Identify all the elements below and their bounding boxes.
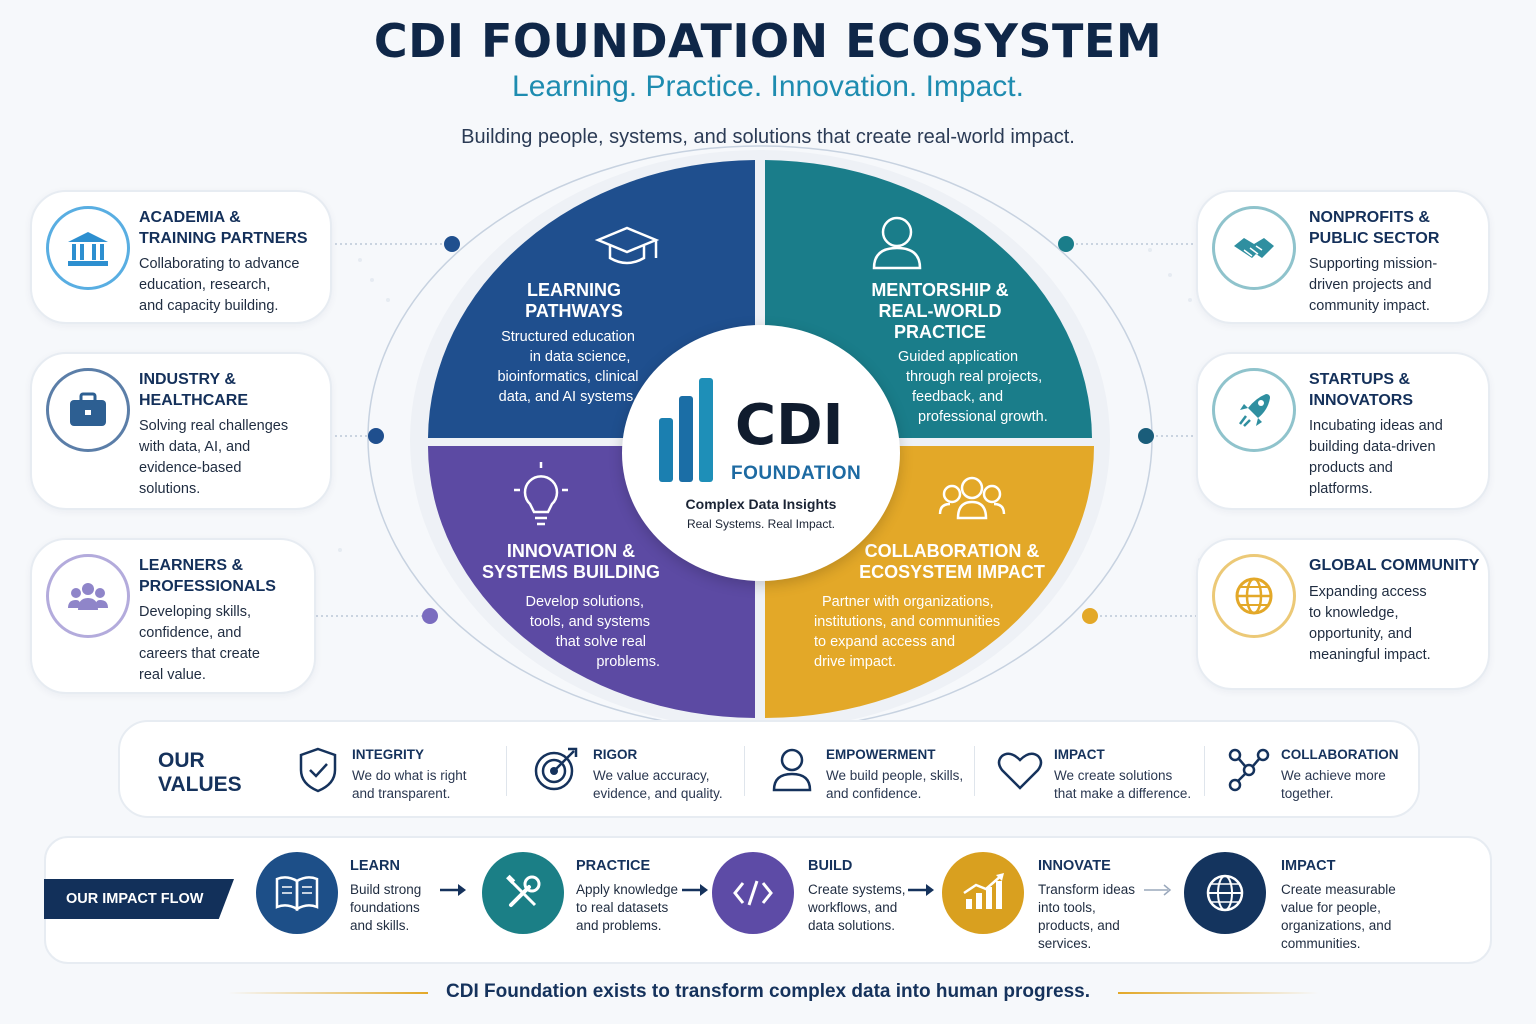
card-academia: ACADEMIA &TRAINING PARTNERS Collaboratin… bbox=[30, 190, 332, 324]
handshake-icon bbox=[1212, 206, 1296, 290]
divider bbox=[744, 746, 745, 796]
connector-dot bbox=[422, 608, 438, 624]
people-icon bbox=[46, 554, 130, 638]
collaboration-title: COLLABORATION &ECOSYSTEM IMPACT bbox=[859, 541, 1045, 582]
code-icon bbox=[712, 852, 794, 934]
flow-step-title: LEARN bbox=[350, 858, 400, 874]
rocket-icon bbox=[1212, 368, 1296, 452]
connector-dot bbox=[368, 428, 384, 444]
card-title: LEARNERS &PROFESSIONALS bbox=[139, 557, 276, 595]
tagline: Learning. Practice. Innovation. Impact. bbox=[512, 70, 1024, 103]
mentorship-description: Guided application through real projects… bbox=[898, 349, 1048, 425]
arrow-right-icon bbox=[1144, 884, 1172, 896]
footer-divider bbox=[228, 992, 428, 994]
tools-icon bbox=[482, 852, 564, 934]
globe-icon bbox=[1184, 852, 1266, 934]
flow-step-title: INNOVATE bbox=[1038, 858, 1111, 874]
arrow-right-icon bbox=[440, 884, 466, 896]
center-motto: Real Systems. Real Impact. bbox=[686, 517, 836, 531]
world-map-background bbox=[338, 248, 1202, 562]
card-title: STARTUPS &INNOVATORS bbox=[1309, 371, 1414, 409]
briefcase-icon bbox=[46, 368, 130, 452]
shield-check-icon bbox=[299, 747, 337, 793]
innovation-description: Develop solutions, tools, and systems th… bbox=[525, 594, 661, 670]
card-title: GLOBAL COMMUNITY bbox=[1309, 557, 1480, 574]
logo-subtext: FOUNDATION bbox=[731, 463, 862, 484]
center-insight: Complex Data Insights bbox=[685, 496, 837, 512]
lightbulb-icon bbox=[514, 462, 568, 526]
card-nonprofits: NONPROFITS &PUBLIC SECTOR Supporting mis… bbox=[1196, 190, 1490, 324]
flow-step-title: BUILD bbox=[808, 858, 853, 874]
divider bbox=[974, 746, 975, 796]
network-icon bbox=[1228, 748, 1270, 792]
collaboration-description: Partner with organizations, institutions… bbox=[814, 594, 1001, 670]
flow-step-title: IMPACT bbox=[1281, 858, 1336, 874]
card-title: ACADEMIA &TRAINING PARTNERS bbox=[139, 209, 308, 247]
connector-dot bbox=[1082, 608, 1098, 624]
flow-step-title: PRACTICE bbox=[576, 858, 651, 874]
book-icon bbox=[256, 852, 338, 934]
heart-icon bbox=[997, 752, 1043, 790]
card-learners: LEARNERS &PROFESSIONALS Developing skill… bbox=[30, 538, 316, 694]
card-title: NONPROFITS &PUBLIC SECTOR bbox=[1309, 209, 1440, 247]
connector-dot bbox=[1058, 236, 1074, 252]
footer-divider bbox=[1118, 992, 1318, 994]
logo-text: CDI bbox=[735, 393, 844, 458]
learning-description: Structured education in data science, bi… bbox=[497, 329, 639, 405]
footer-statement: CDI Foundation exists to transform compl… bbox=[446, 981, 1090, 1002]
innovation-title: INNOVATION &SYSTEMS BUILDING bbox=[481, 541, 660, 582]
card-title: INDUSTRY &HEALTHCARE bbox=[139, 371, 249, 409]
person-icon bbox=[872, 216, 922, 270]
logo-bars-icon bbox=[659, 378, 713, 482]
group-icon bbox=[938, 476, 1006, 520]
card-industry: INDUSTRY &HEALTHCARE Solving real challe… bbox=[30, 352, 332, 510]
divider bbox=[1204, 746, 1205, 796]
globe-icon bbox=[1212, 554, 1296, 638]
card-startups: STARTUPS &INNOVATORS Incubating ideas an… bbox=[1196, 352, 1490, 510]
page-title: CDI FOUNDATION ECOSYSTEM bbox=[373, 14, 1163, 68]
person-icon bbox=[772, 748, 812, 792]
connector-dot bbox=[1138, 428, 1154, 444]
target-icon bbox=[534, 747, 578, 791]
graduation-cap-icon bbox=[594, 226, 660, 265]
institution-icon bbox=[46, 206, 130, 290]
connector-dot bbox=[444, 236, 460, 252]
growth-chart-icon bbox=[942, 852, 1024, 934]
intro-text: Building people, systems, and solutions … bbox=[461, 126, 1075, 148]
impact-flow-label: OUR IMPACT FLOW bbox=[44, 879, 234, 919]
arrow-right-icon bbox=[682, 884, 708, 896]
divider bbox=[506, 746, 507, 796]
arrow-right-icon bbox=[908, 884, 934, 896]
